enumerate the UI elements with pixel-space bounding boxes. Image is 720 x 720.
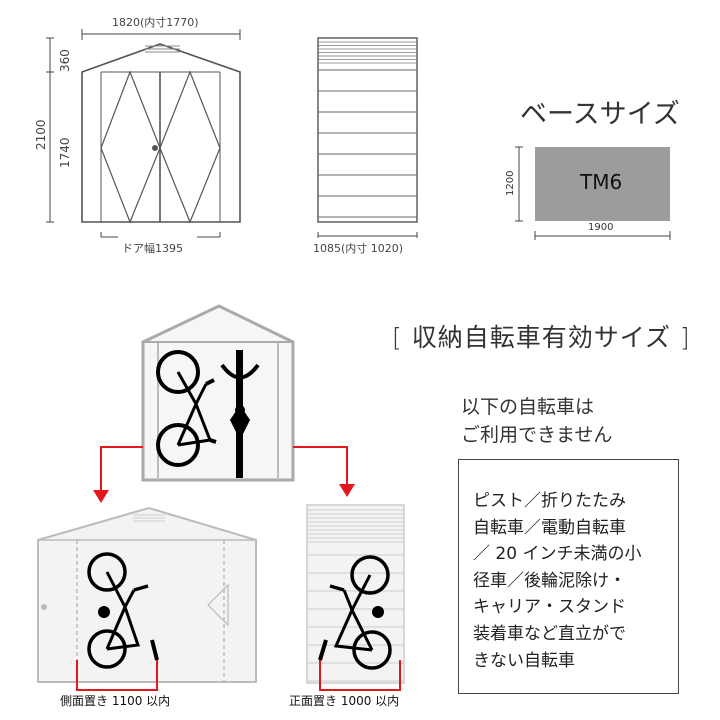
front-dimension-lines (46, 29, 241, 238)
door-left-brace (100, 70, 161, 224)
base-width-label: 1900 (588, 222, 614, 233)
base-depth-label: 1200 (505, 170, 516, 196)
bicycle-icon (87, 552, 159, 669)
storage-size-title: [ 収納自転車有効サイズ ] (392, 323, 691, 352)
notice-text: 以下の自転車は ご利用できません (461, 393, 681, 449)
front-placement-caption: 正面置き 1000 以内 (289, 694, 400, 708)
base-footprint (535, 147, 670, 221)
vent-icon (133, 514, 165, 522)
front-placement (306, 504, 405, 691)
arrow-down-icon (93, 446, 143, 503)
front-width-label: 1820(内寸1770) (112, 16, 199, 29)
side-dimension-lines (317, 232, 418, 238)
notice-line: ご利用できません (461, 424, 613, 446)
door-handle (152, 145, 159, 152)
exclusion-line: 装着車など直立がで (473, 623, 626, 644)
vent-icon (145, 45, 180, 53)
roof-height-label: 360 (58, 49, 72, 72)
exclusion-line: 径車／後輪泥除け・ (473, 570, 626, 591)
total-height-label: 2100 (34, 119, 48, 150)
door-right-brace (159, 70, 221, 224)
arrow-down-icon (293, 446, 355, 497)
front-shed-outline (81, 43, 241, 223)
side-elevation (317, 37, 418, 223)
door-width-label: ドア幅1395 (122, 242, 183, 255)
storage-shed (141, 304, 295, 482)
exclusion-line: 自転車／電動自転車 (473, 517, 626, 538)
base-model-label: TM6 (580, 170, 623, 194)
wall-height-label: 1740 (58, 137, 72, 168)
side-shed-outline (317, 37, 418, 223)
side-placement-caption: 側面置き 1100 以内 (60, 694, 171, 708)
exclusion-line: ピスト／折りたたみ (473, 491, 626, 511)
base-size-title: ベースサイズ (520, 99, 680, 130)
exclusion-line: きない自転車 (473, 650, 575, 671)
exclusion-box: ピスト／折りたたみ 自転車／電動自転車 ／ 20 インチ未満の小 径車／後輪泥除… (458, 459, 679, 694)
base-size (515, 146, 671, 240)
bicycle-icon (318, 555, 392, 670)
bicycle-icon (156, 350, 217, 467)
side-placement (37, 506, 257, 691)
side-width-label: 1085(内寸 1020) (313, 242, 404, 255)
notice-line: 以下の自転車は (461, 396, 595, 418)
bicycle-icon (220, 350, 260, 478)
exclusion-line: キャリア・スタンド (473, 597, 626, 618)
exclusion-line: ／ 20 インチ未満の小 (473, 544, 642, 565)
front-elevation (81, 43, 241, 224)
